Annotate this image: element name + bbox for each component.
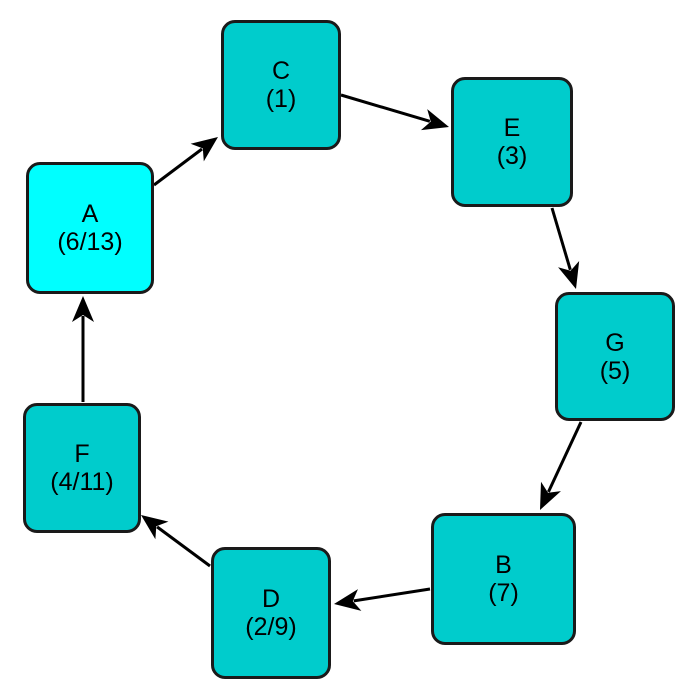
edge-line [353, 587, 431, 603]
arrowhead-icon [420, 109, 449, 131]
graph-edge-d-f [141, 515, 211, 568]
graph-edge-b-d [334, 587, 431, 611]
arrowhead-icon [334, 589, 362, 611]
arrowhead-icon [141, 515, 169, 540]
node-sublabel: (7) [488, 579, 519, 607]
graph-node-d[interactable]: D(2/9) [211, 547, 331, 679]
node-sublabel: (3) [496, 142, 528, 170]
node-sublabel: (6/13) [57, 228, 123, 256]
graph-edge-e-g [550, 207, 580, 289]
edge-line [547, 421, 583, 493]
graph-node-g[interactable]: G(5) [555, 292, 675, 421]
node-sublabel: (4/11) [50, 468, 114, 496]
edge-line [340, 93, 431, 123]
edges-group [72, 93, 583, 611]
graph-node-a[interactable]: A(6/13) [26, 162, 154, 294]
node-label: B [495, 551, 512, 579]
graph-edge-f-a [72, 296, 94, 402]
graph-node-f[interactable]: F(4/11) [23, 403, 141, 533]
node-sublabel: (2/9) [245, 613, 297, 641]
node-label: A [81, 200, 99, 228]
node-sublabel: (5) [599, 356, 631, 385]
graph-node-c[interactable]: C(1) [221, 20, 341, 150]
graph-node-b[interactable]: B(7) [431, 513, 576, 645]
arrowhead-icon [190, 137, 218, 162]
node-label: C [271, 57, 291, 85]
graph-node-e[interactable]: E(3) [451, 77, 573, 207]
arrowhead-icon [540, 481, 561, 510]
graph-edge-c-e [340, 93, 449, 131]
node-label: F [74, 440, 90, 468]
graph-edge-g-b [540, 421, 583, 510]
node-label: G [605, 328, 625, 357]
edge-line [550, 207, 572, 271]
edge-line [156, 525, 211, 568]
arrowhead-icon [558, 260, 580, 289]
arrowhead-icon [72, 296, 94, 322]
node-label: D [261, 585, 281, 613]
node-sublabel: (1) [265, 85, 297, 113]
graph-edge-a-c [153, 137, 218, 187]
node-label: E [503, 114, 521, 142]
edge-line [153, 147, 203, 187]
